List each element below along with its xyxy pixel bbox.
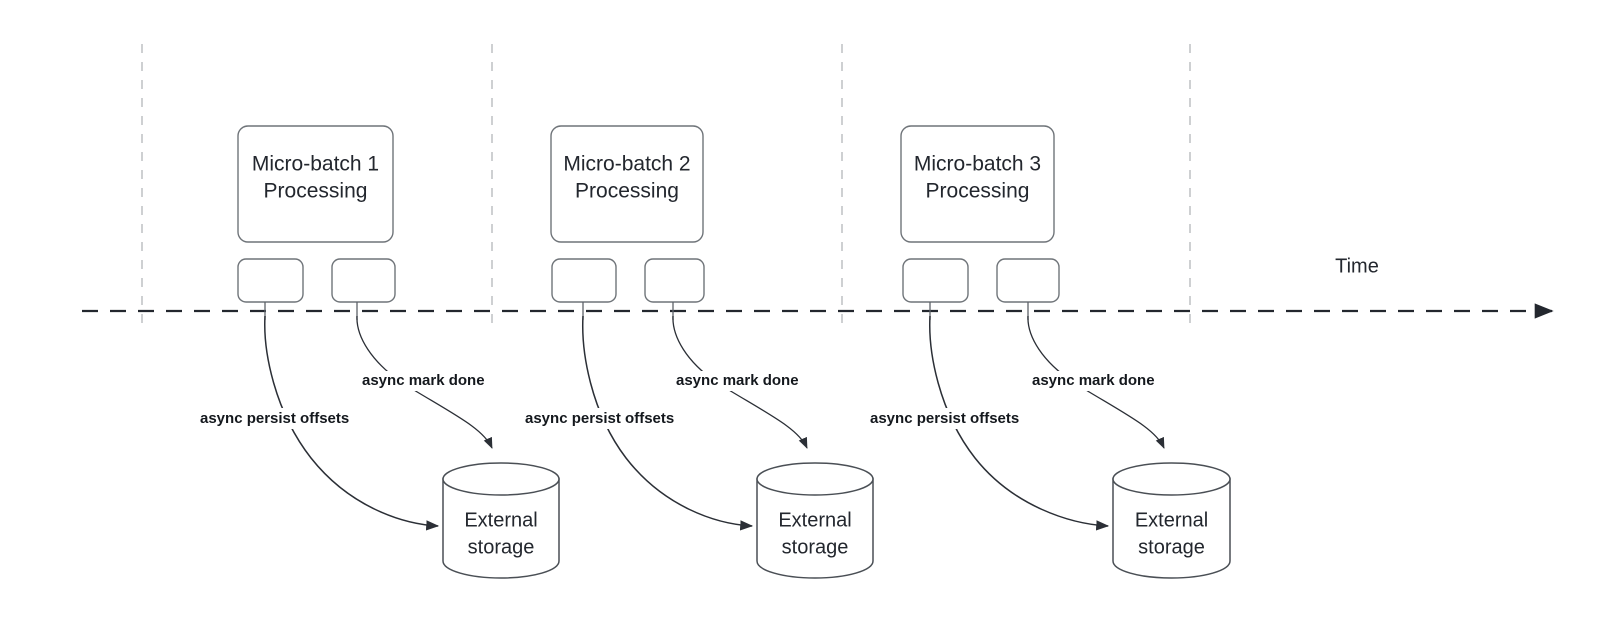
edge-label-async-persist-offsets-3: async persist offsets xyxy=(870,410,1019,427)
micro-batch-box-2-line1: Micro-batch 2 xyxy=(563,153,690,176)
time-axis-label: Time xyxy=(1335,255,1379,277)
micro-batch-box-1-rect[interactable] xyxy=(237,125,394,243)
external-storage-cylinder-2[interactable]: External storage xyxy=(756,462,874,579)
edge-label-bg-mark-1 xyxy=(358,371,501,391)
edge-label-async-persist-offsets-1: async persist offsets xyxy=(200,410,349,427)
edge-label-bg-mark-3 xyxy=(1028,371,1171,391)
micro-batch-box-2-rect[interactable] xyxy=(550,125,704,243)
edge-label-bg-persist-2 xyxy=(521,408,701,429)
micro-batch-box-1-line1: Micro-batch 1 xyxy=(252,153,379,176)
micro-batch-group-3: Micro-batch 3 Processing async persist o… xyxy=(866,125,1231,579)
micro-batch-box-3[interactable]: Micro-batch 3 Processing xyxy=(900,125,1055,243)
external-storage-label-3-line1: External xyxy=(1135,509,1208,531)
micro-batch-box-1[interactable]: Micro-batch 1 Processing xyxy=(237,125,394,243)
edge-label-async-mark-done-2: async mark done xyxy=(676,372,799,389)
cylinder-body-1[interactable] xyxy=(442,478,560,579)
external-storage-label-2-line1: External xyxy=(778,509,851,531)
external-storage-label-3-line2: storage xyxy=(1138,536,1205,558)
cylinder-body-3[interactable] xyxy=(1112,478,1231,579)
micro-batch-box-2-line2: Processing xyxy=(575,180,679,203)
edge-async-persist-offsets-1 xyxy=(264,315,440,531)
cylinder-top-3[interactable] xyxy=(1112,462,1231,496)
micro-batch-box-3-line2: Processing xyxy=(926,180,1030,203)
edge-label-async-persist-offsets-2: async persist offsets xyxy=(525,410,674,427)
micro-batch-box-2[interactable]: Micro-batch 2 Processing xyxy=(550,125,704,243)
micro-batch-box-3-rect[interactable] xyxy=(900,125,1055,243)
task-box-mark-3[interactable] xyxy=(996,258,1060,303)
micro-batch-group-1: Micro-batch 1 Processing async persist o… xyxy=(196,125,560,579)
external-storage-cylinder-1[interactable]: External storage xyxy=(442,462,560,579)
micro-batch-box-1-line2: Processing xyxy=(264,180,368,203)
edge-async-persist-offsets-3 xyxy=(929,315,1110,531)
batch-boundaries xyxy=(141,44,1191,326)
edge-label-bg-mark-2 xyxy=(672,371,815,391)
task-box-mark-2[interactable] xyxy=(644,258,705,303)
external-storage-label-1-line2: storage xyxy=(468,536,535,558)
edge-label-bg-persist-3 xyxy=(866,408,1046,429)
external-storage-cylinder-3[interactable]: External storage xyxy=(1112,462,1231,579)
edge-async-persist-offsets-2 xyxy=(582,315,754,531)
edge-label-bg-persist-1 xyxy=(196,408,376,429)
cylinder-top-2[interactable] xyxy=(756,462,874,496)
micro-batch-box-3-line1: Micro-batch 3 xyxy=(914,153,1041,176)
task-box-mark-1[interactable] xyxy=(331,258,396,303)
cylinder-body-2[interactable] xyxy=(756,478,874,579)
external-storage-label-2-line2: storage xyxy=(782,536,849,558)
time-axis: Time xyxy=(82,255,1554,319)
task-box-persist-3[interactable] xyxy=(902,258,969,303)
cylinder-top-1[interactable] xyxy=(442,462,560,496)
edge-label-async-mark-done-1: async mark done xyxy=(362,372,485,389)
task-box-persist-1[interactable] xyxy=(237,258,304,303)
micro-batch-group-2: Micro-batch 2 Processing async persist o… xyxy=(521,125,874,579)
edge-label-async-mark-done-3: async mark done xyxy=(1032,372,1155,389)
external-storage-label-1-line1: External xyxy=(464,509,537,531)
task-box-persist-2[interactable] xyxy=(551,258,617,303)
